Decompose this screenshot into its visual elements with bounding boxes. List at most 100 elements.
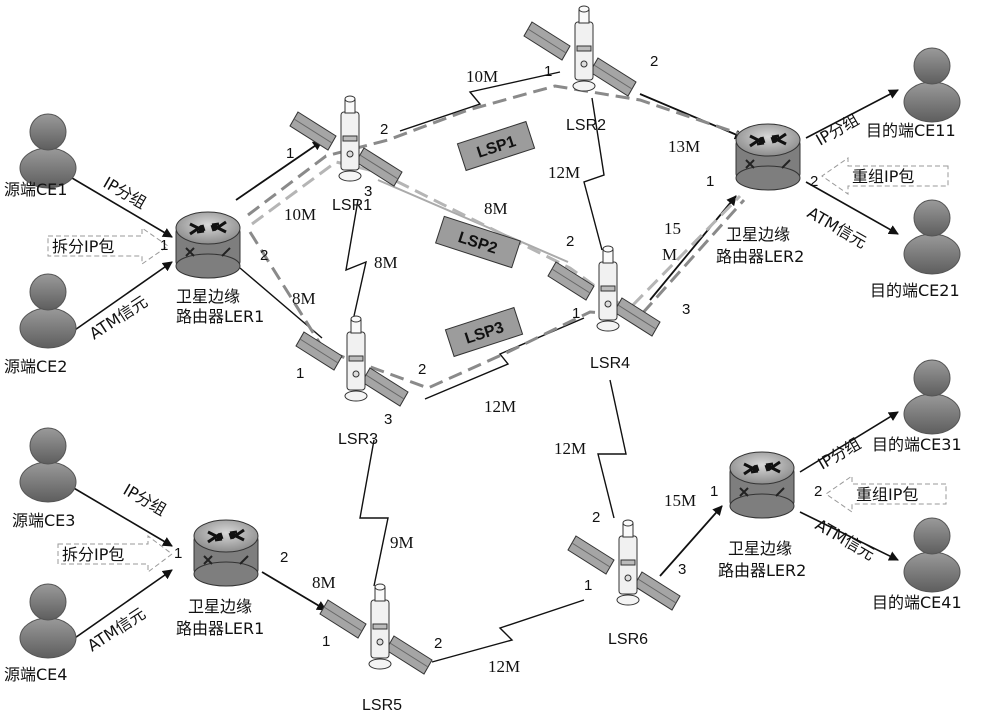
split-ip-box-top: 拆分IP包: [47, 227, 169, 265]
link-lsr5-lsr6: [431, 599, 585, 663]
link-lsr6-ler2b: [659, 505, 723, 577]
bw-ler1-lsr3: 8M: [292, 289, 316, 308]
bw-ler1b-lsr5: 8M: [312, 573, 336, 592]
person-icon: [903, 47, 961, 123]
lsp3-label-box: LSP3: [444, 306, 524, 358]
reassemble-ip-label-top: 重组IP包: [852, 167, 914, 186]
link-ce4-ler1b: [71, 569, 173, 641]
ler2-label-line1: 卫星边缘: [726, 225, 790, 244]
person-icon: [19, 583, 77, 659]
port-numbers: 1 2 1 2 3 1 2 1 2 2 1 3 1 2 3 1 2 1 2 2 …: [160, 53, 822, 652]
link-lsr4-lsr6: [597, 379, 627, 519]
router-icon-ler2b: [728, 450, 796, 520]
dest-ce11: [903, 47, 961, 123]
satellite-icon-lsr2: [523, 5, 637, 97]
port-lsr2-1: 1: [544, 63, 552, 80]
split-ip-label-top: 拆分IP包: [52, 237, 114, 256]
port-ler2-2: 2: [810, 173, 818, 190]
ler1b-label-line1: 卫星边缘: [188, 597, 252, 616]
person-icon: [19, 427, 77, 503]
link-ler1b-lsr5: [261, 571, 327, 611]
person-icon: [19, 273, 77, 349]
port-lsr6-2: 2: [592, 509, 600, 526]
link-ler2-ce11: [805, 89, 899, 139]
reassemble-ip-box-bottom: 重组IP包: [825, 475, 947, 513]
port-lsr5-1: 1: [322, 633, 330, 650]
source-ce1: [19, 113, 77, 189]
port-lsr1-3: 3: [364, 183, 372, 200]
port-lsr3-3: 3: [384, 411, 392, 428]
dest-ce21: [903, 199, 961, 275]
bw-lsr3-lsr5: 9M: [390, 533, 414, 552]
port-lsr2-2: 2: [650, 53, 658, 70]
bw-lsr1-lsr2: 10M: [466, 67, 498, 86]
ler1-label-line2: 路由器LER1: [176, 307, 264, 326]
ler1-label-line1: 卫星边缘: [176, 287, 240, 306]
reassemble-ip-box-top: 重组IP包: [821, 157, 949, 195]
lsp1-label-box: LSP1: [456, 120, 536, 172]
link-lsr3-lsr4: [424, 317, 585, 400]
bw-lsr1-lsr4: 8M: [484, 199, 508, 218]
link-lsr3-lsr5: [359, 439, 389, 587]
lsr4-label: LSR4: [590, 355, 630, 372]
ler2-label-line2: 路由器LER2: [716, 247, 804, 266]
link-ce1-ler1: [71, 177, 173, 238]
port-lsr3-2: 2: [418, 361, 426, 378]
dest-ce41-label: 目的端CE41: [872, 593, 962, 612]
person-icon: [903, 199, 961, 275]
person-icon: [903, 359, 961, 435]
atm-cell-label-ce41: ATM信元: [812, 515, 878, 564]
dest-ce41: [903, 517, 961, 593]
source-ce4: [19, 583, 77, 659]
port-ler1-2: 2: [260, 247, 268, 264]
dest-ce31: [903, 359, 961, 435]
port-ler2-1: 1: [706, 173, 714, 190]
port-lsr4-1: 1: [572, 305, 580, 322]
bw-lsr5-lsr6: 12M: [488, 657, 520, 676]
lsp1-path: [247, 84, 747, 217]
dest-ce11-label: 目的端CE11: [866, 121, 956, 140]
bw-lsr6-ler2b: 15M: [664, 491, 696, 510]
ip-packet-label-ce11: IP分组: [813, 110, 863, 150]
bw-ler1-lsr1: 10M: [284, 205, 316, 224]
port-lsr4-2: 2: [566, 233, 574, 250]
port-ler1b-1: 1: [174, 545, 182, 562]
port-lsr4-3: 3: [682, 301, 690, 318]
ler2b-label-line2: 路由器LER2: [718, 561, 806, 580]
satellite-icon-lsr4: [547, 245, 661, 337]
link-ce2-ler1: [71, 261, 173, 333]
link-ler2-ce21: [805, 181, 899, 235]
port-ler1-1: 1: [160, 237, 168, 254]
source-ce2-label: 源端CE2: [4, 357, 67, 376]
port-lsr5-2: 2: [434, 635, 442, 652]
bw-lsr4-ler2-b: M: [662, 245, 677, 264]
source-ce1-label: 源端CE1: [4, 180, 67, 199]
port-lsr6-3: 3: [678, 561, 686, 578]
reassemble-ip-label-bottom: 重组IP包: [856, 485, 918, 504]
ip-packet-label-ce3: IP分组: [120, 480, 170, 520]
ler1b-label-line2: 路由器LER1: [176, 619, 264, 638]
split-ip-label-bottom: 拆分IP包: [62, 545, 124, 564]
link-lsr2-lsr4: [583, 97, 605, 251]
port-ler1b-2: 2: [280, 549, 288, 566]
port-ler2b-2: 2: [814, 483, 822, 500]
link-lsr1-lsr2: [399, 71, 561, 132]
ip-packet-label-ce31: IP分组: [815, 434, 865, 474]
bw-lsr4-lsr6: 12M: [554, 439, 586, 458]
links-layer: [71, 71, 899, 663]
bw-lsr2-lsr4: 12M: [548, 163, 580, 182]
router-icon-ler1b: [192, 518, 260, 588]
satellite-icon-lsr5: [319, 583, 433, 675]
satellite-icon-lsr6: [567, 519, 681, 611]
port-lsr6-1: 1: [584, 577, 592, 594]
link-ce3-ler1b: [71, 486, 173, 547]
bw-lsr1-lsr3: 8M: [374, 253, 398, 272]
link-ler1-lsr1: [235, 140, 323, 201]
lsr5-label: LSR5: [362, 697, 402, 714]
link-lsr1-lsr3: [345, 199, 367, 317]
port-ler2b-1: 1: [710, 483, 718, 500]
source-ce2: [19, 273, 77, 349]
port-lsr3-1: 1: [296, 365, 304, 382]
port-lsr1-2: 2: [380, 121, 388, 138]
